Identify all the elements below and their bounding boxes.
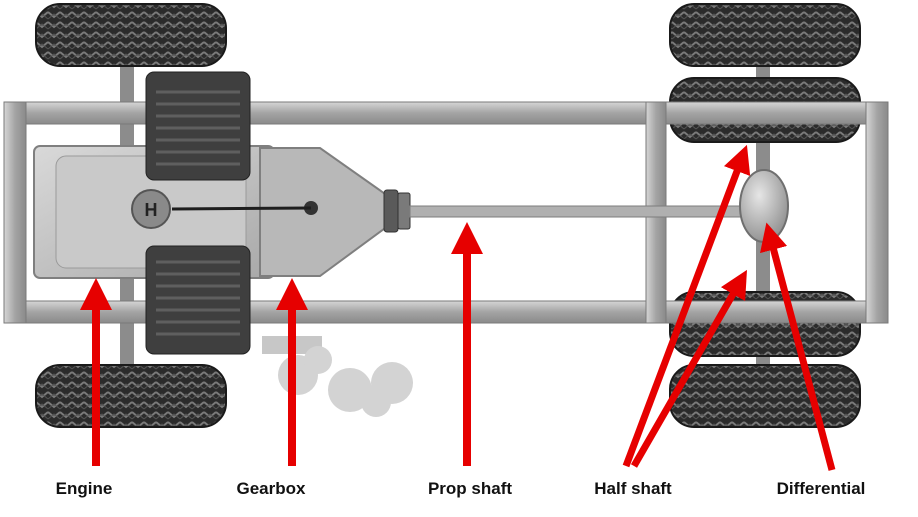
prop-shaft — [409, 205, 751, 218]
differential-housing — [739, 169, 789, 243]
upper-radiator — [145, 71, 251, 181]
half-shaft-arrow-lower — [630, 269, 747, 468]
universal-joint — [383, 189, 411, 233]
half-shaft-arrow-upper — [622, 144, 751, 468]
label-prop-shaft: Prop shaft — [427, 479, 513, 498]
label-differential: Differential — [776, 479, 866, 498]
label-half-shaft: Half shaft — [594, 479, 672, 498]
gear-lever — [171, 206, 312, 211]
front-left-tyre — [35, 3, 227, 67]
rear-left-outer-tyre — [669, 3, 861, 67]
svg-text:H: H — [145, 200, 158, 220]
gear-knob-icon: H — [131, 189, 171, 229]
differential-arrow — [760, 222, 836, 471]
label-engine: Engine — [55, 479, 113, 498]
gearbox-housing — [259, 147, 389, 277]
front-right-tyre — [35, 364, 227, 428]
lower-radiator — [145, 245, 251, 355]
rear-right-outer-tyre — [669, 364, 861, 428]
label-gearbox: Gearbox — [236, 479, 306, 498]
exhaust-smoke — [262, 336, 413, 417]
